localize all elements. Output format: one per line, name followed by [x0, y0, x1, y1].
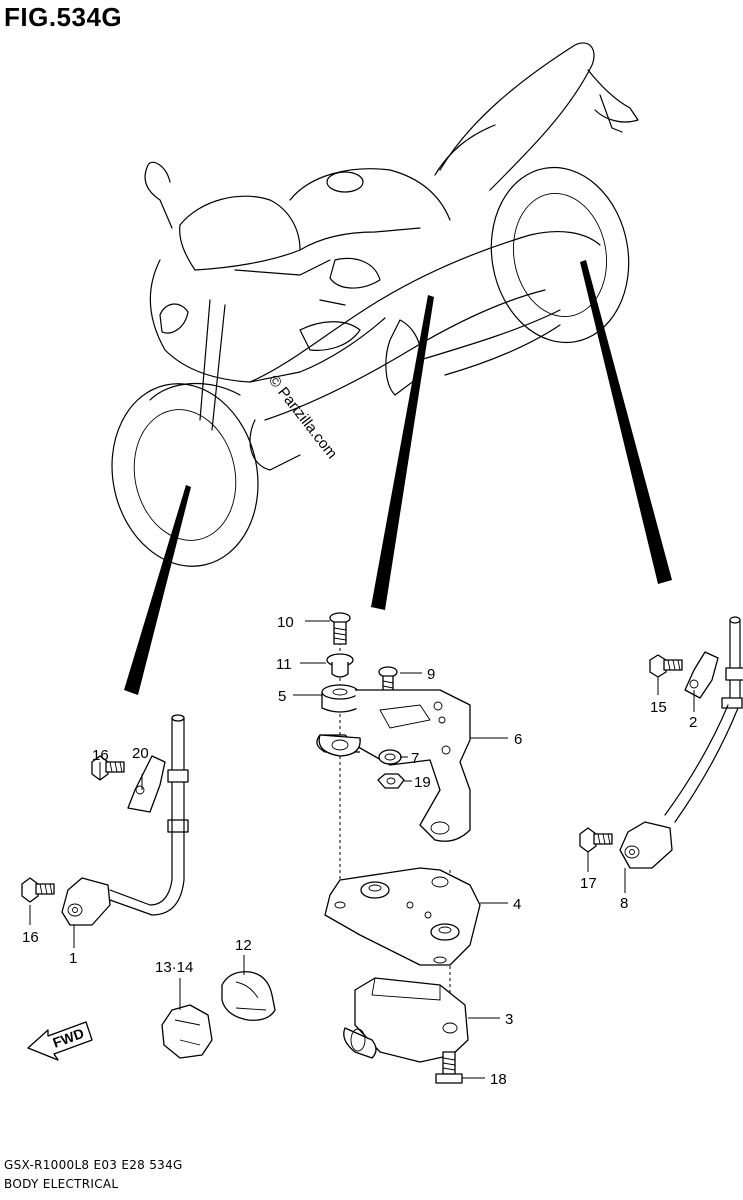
part-17-bolt[interactable] — [579, 827, 613, 853]
callout-6: 6 — [514, 731, 522, 748]
callout-11: 11 — [276, 656, 292, 673]
part-3-sensor-module[interactable] — [343, 977, 469, 1063]
callout-19: 19 — [414, 774, 431, 791]
part-9-screw[interactable] — [378, 666, 398, 695]
callout-1: 1 — [69, 950, 77, 967]
part-12-clamp[interactable] — [221, 971, 276, 1021]
part-5-grommet[interactable] — [321, 684, 359, 713]
part-10-screw[interactable] — [329, 612, 351, 645]
callout-10: 10 — [277, 614, 294, 631]
part-19-nut[interactable] — [377, 773, 405, 789]
part-15-bolt[interactable] — [649, 654, 683, 678]
part-6-bracket[interactable] — [316, 689, 471, 842]
callout-4: 4 — [513, 896, 521, 913]
part-13-14-clamp[interactable] — [161, 1004, 213, 1059]
callout-5: 5 — [278, 688, 286, 705]
figure-title: FIG.534G — [4, 2, 123, 32]
callout-16-lower: 16 — [22, 929, 39, 946]
part-11-collar[interactable] — [326, 653, 354, 678]
callout-17: 17 — [580, 875, 597, 892]
part-18-bolt[interactable] — [435, 1051, 463, 1084]
callout-13-14: 13·14 — [155, 959, 193, 976]
part-1-speed-sensor[interactable] — [61, 877, 111, 926]
part-7-clip[interactable] — [378, 749, 402, 765]
watermark-text: © Partzilla.com — [265, 372, 341, 462]
callout-18: 18 — [490, 1071, 507, 1088]
leader-arrow-center — [371, 295, 434, 610]
callout-15: 15 — [650, 699, 667, 716]
leader-arrow-front — [124, 485, 191, 695]
part-20-clamp[interactable] — [127, 755, 166, 813]
callout-2: 2 — [689, 714, 697, 731]
part-8-speed-sensor[interactable] — [619, 821, 673, 869]
part-2-clamp[interactable] — [684, 651, 719, 699]
callout-16-upper: 16 — [92, 747, 109, 764]
callout-9: 9 — [427, 666, 435, 683]
callout-leaders — [29, 620, 695, 1079]
rear-sensor-cable — [729, 619, 741, 701]
part-4-plate[interactable] — [324, 867, 481, 966]
part-16-bolt-lower[interactable] — [21, 877, 55, 903]
section-name: BODY ELECTRICAL — [4, 1177, 119, 1191]
forward-direction-arrow: FWD — [27, 1021, 93, 1061]
callout-12: 12 — [235, 937, 252, 954]
callout-7: 7 — [411, 750, 419, 767]
callout-20: 20 — [132, 745, 149, 762]
leader-arrow-rear — [580, 260, 672, 584]
model-code: GSX-R1000L8 E03 E28 534G — [4, 1158, 183, 1172]
callout-3: 3 — [505, 1011, 513, 1028]
callout-8: 8 — [620, 895, 628, 912]
motorcycle-outline — [111, 42, 639, 567]
